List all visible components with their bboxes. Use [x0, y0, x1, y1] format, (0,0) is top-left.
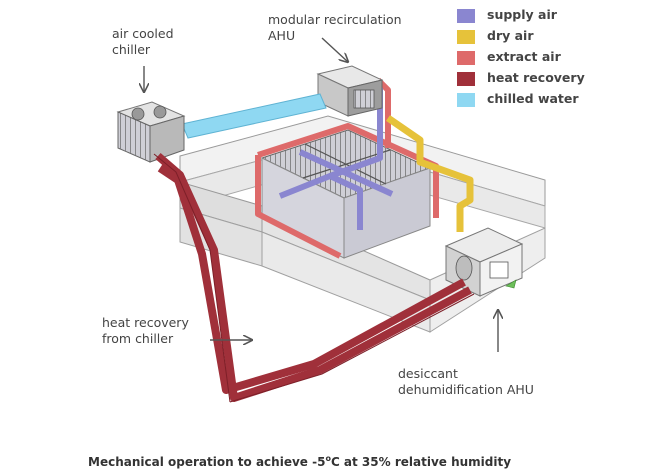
legend: supply air dry air extract air heat reco… [457, 6, 657, 111]
heat-recovery-label: heat recovery from chiller [102, 315, 189, 346]
legend-swatch [457, 51, 475, 65]
caption-prefix: Mechanical operation to achieve -5 [88, 455, 326, 469]
caption-degree-superscript: o [325, 454, 331, 463]
modular-ahu-label: modular recirculation AHU [268, 12, 402, 43]
legend-item-extract-air: extract air [457, 48, 657, 69]
callout-arrows [144, 37, 498, 352]
caption-suffix: C at 35% relative humidity [330, 455, 512, 469]
diagram-caption: Mechanical operation to achieve -5oC at … [88, 454, 511, 469]
legend-swatch [457, 72, 475, 86]
legend-label: extract air [487, 49, 561, 64]
legend-swatch [457, 30, 475, 44]
supply-air-duct [278, 88, 394, 230]
legend-label: heat recovery [487, 70, 585, 85]
legend-swatch [457, 93, 475, 107]
ahu-callout-arrow [321, 37, 348, 62]
legend-swatch [457, 9, 475, 23]
legend-item-chilled-water: chilled water [457, 90, 657, 111]
legend-label: supply air [487, 7, 557, 22]
legend-label: chilled water [487, 91, 579, 106]
legend-item-heat-recovery: heat recovery [457, 69, 657, 90]
legend-item-supply-air: supply air [457, 6, 657, 27]
air-cooled-chiller-unit [116, 101, 186, 163]
legend-item-dry-air: dry air [457, 27, 657, 48]
air-cooled-chiller-label: air cooled chiller [112, 26, 174, 57]
chilled-water-pipe [181, 93, 327, 139]
cold-room-grilles [260, 129, 432, 259]
desiccant-ahu-label: desiccant dehumidification AHU [398, 366, 534, 397]
modular-ahu-unit [316, 65, 384, 117]
legend-label: dry air [487, 28, 534, 43]
heat-recovery-pipe-outline [153, 153, 475, 403]
dry-air-duct [386, 115, 474, 232]
